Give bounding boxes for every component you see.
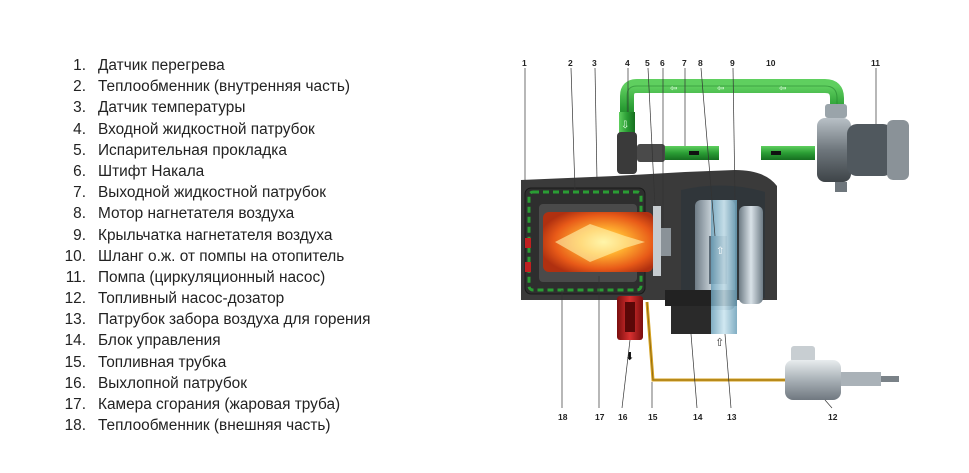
legend-item-number: 16. [64,374,86,392]
exhaust-pipe-shape: ⬇ [617,296,643,363]
legend-item: 2. Теплообменник (внутренняя часть) [48,76,428,97]
legend-item-label: Датчик перегрева [98,57,225,74]
legend-item-label: Блок управления [98,332,221,350]
legend-item: 15. Топливная трубка [48,352,428,373]
heater-cutaway-illustration: ⇦ ⇦ ⇦ ⇩ [521,58,909,422]
legend-item-label: Выходной жидкостной патрубок [98,184,326,202]
legend-item: 9. Крыльчатка нагнетателя воздуха [48,225,428,246]
legend-item-label: Входной жидкостной патрубок [98,120,315,138]
legend-item-label: Датчик температуры [98,99,246,117]
legend-item-label: Штифт Накала [98,162,205,180]
legend-item: 13. Патрубок забора воздуха для горения [48,309,428,330]
legend-item-number: 4. [73,120,86,138]
legend-item-label: Крыльчатка нагнетателя воздуха [98,226,333,244]
dosing-pump-shape [785,346,899,400]
callout-1: 1 [522,58,527,68]
legend-item-label: Патрубок забора воздуха для горения [98,311,371,329]
callout-2: 2 [568,58,573,68]
fuel-line-shape [645,301,795,382]
svg-text:⇩: ⇩ [621,120,629,131]
legend-item-label: Теплообменник (внешняя часть) [98,417,331,435]
leader-lines [524,67,877,409]
callout-15: 15 [648,412,658,422]
legend-item-label: Мотор нагнетателя воздуха [98,205,295,223]
legend-item-label: Выхлопной патрубок [98,374,247,392]
legend-item-label: Топливная трубка [98,353,227,371]
callout-11: 11 [871,58,880,68]
legend-item: 8. Мотор нагнетателя воздуха [48,203,428,224]
legend-item-label: Камера сгорания (жаровая труба) [98,396,341,413]
legend-item-number: 8. [73,205,86,223]
legend-item: 6. Штифт Накала [48,161,428,182]
legend-item-number: 3. [73,99,86,117]
svg-text:⬇: ⬇ [625,350,634,363]
svg-text:⇧: ⇧ [715,336,724,349]
callout-8: 8 [698,58,703,68]
callout-6: 6 [660,58,665,68]
legend-item-label: Шланг о.ж. от помпы на отопитель [98,247,345,265]
legend-item-number: 9. [73,226,86,244]
callout-4: 4 [625,58,630,68]
legend-item-number: 12. [64,290,86,308]
svg-text:⇦: ⇦ [779,84,787,94]
legend-item-number: 1. [73,57,86,74]
legend-list: 1. Датчик перегрева 2. Теплообменник (вн… [48,55,428,436]
legend-item: 10. Шланг о.ж. от помпы на отопитель [48,246,428,267]
callout-7: 7 [682,58,687,68]
legend-item-number: 6. [73,162,86,180]
callout-5: 5 [645,58,650,68]
callout-16: 16 [618,412,628,422]
intake-pipe-shape: ⇧ ⇧ [711,200,737,349]
svg-text:⇦: ⇦ [670,84,678,94]
legend-item-number: 7. [73,184,86,202]
legend-item: 4. Входной жидкостной патрубок [48,119,428,140]
circulation-pump-shape [817,104,909,192]
inlet-pipe-shape [617,132,665,174]
callout-9: 9 [730,58,735,68]
callout-18: 18 [558,412,568,422]
legend-item-number: 18. [64,417,86,435]
legend-item: 7. Выходной жидкостной патрубок [48,182,428,203]
legend-item-number: 11. [65,268,86,286]
legend-item-number: 5. [73,141,86,159]
legend-item: 18. Теплообменник (внешняя часть) [48,415,428,436]
legend-item: 11. Помпа (циркуляционный насос) [48,267,428,288]
callout-14: 14 [693,412,703,422]
legend-item-number: 17. [64,396,86,413]
legend-item-number: 14. [64,332,86,350]
legend-item-number: 10. [64,247,86,265]
legend-item: 16. Выхлопной патрубок [48,373,428,394]
callout-3: 3 [592,58,597,68]
callout-13: 13 [727,412,737,422]
heater-diagram: ⇦ ⇦ ⇦ ⇩ [495,40,969,473]
legend-item-number: 15. [64,353,86,371]
callout-17: 17 [595,412,605,422]
legend-item: 5. Испарительная прокладка [48,140,428,161]
callout-12: 12 [828,412,838,422]
legend-item-number: 13. [64,311,86,329]
heater-body-shape [521,170,777,334]
outlet-pipe-shape [659,146,815,160]
legend-item-label: Испарительная прокладка [98,141,287,159]
legend-item: 3. Датчик температуры [48,97,428,118]
legend-item-label: Помпа (циркуляционный насос) [98,268,326,286]
svg-text:⇦: ⇦ [717,84,725,94]
callout-numbers: 1 2 3 4 5 6 7 8 9 10 11 12 13 14 15 16 1… [522,58,880,422]
legend-item: 14. Блок управления [48,330,428,351]
coolant-hose-shape: ⇦ ⇦ ⇦ ⇩ [619,79,844,134]
legend-item-number: 2. [73,78,86,96]
svg-text:⇧: ⇧ [716,246,724,257]
legend-item: 1. Датчик перегрева [48,55,428,76]
legend-item-label: Теплообменник (внутренняя часть) [98,78,350,96]
legend-item: 17. Камера сгорания (жаровая труба) [48,394,428,415]
callout-10: 10 [766,58,776,68]
legend-item-label: Топливный насос-дозатор [98,290,285,308]
legend-item: 12. Топливный насос-дозатор [48,288,428,309]
